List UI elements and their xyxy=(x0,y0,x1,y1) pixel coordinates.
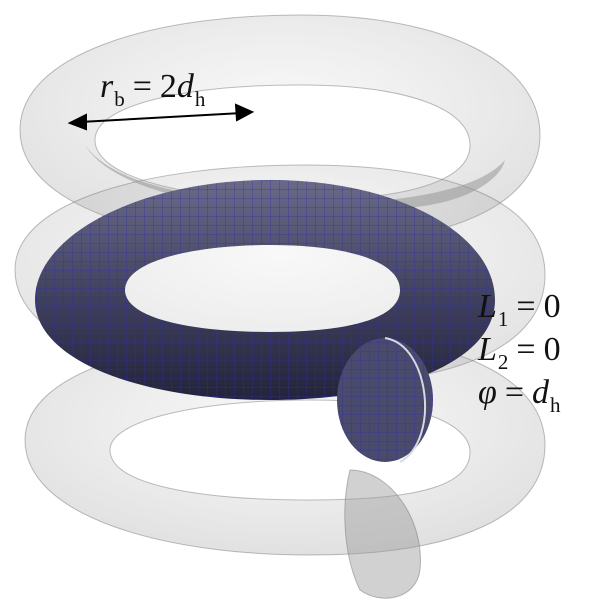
param-operator: = xyxy=(516,331,536,368)
param-operator: = xyxy=(516,288,536,325)
param-value: 0 xyxy=(543,288,561,325)
radius-subscript: b xyxy=(114,87,125,111)
param-symbol: φ xyxy=(478,374,497,411)
param-value: d xyxy=(532,374,549,411)
ghost-tail xyxy=(344,469,421,599)
parameter-list: L1=0 L2=0 φ=dh xyxy=(478,290,561,419)
dimension-arrow xyxy=(67,103,255,131)
param-symbol: L xyxy=(478,288,497,325)
radius-coef: 2 xyxy=(159,68,177,105)
radius-symbol: r xyxy=(100,68,114,105)
tube-end-mesh xyxy=(337,338,433,462)
meshed-torus xyxy=(35,180,495,463)
radius-rhs-symbol: d xyxy=(176,68,194,105)
param-value: 0 xyxy=(543,331,561,368)
param-subscript: 1 xyxy=(497,307,509,331)
param-symbol: L xyxy=(478,331,497,368)
radius-rhs-subscript: h xyxy=(194,87,206,111)
radius-operator: = xyxy=(132,68,152,105)
parameter-l1: L1 =0 xyxy=(478,290,561,333)
parameter-l2: L2 =0 xyxy=(478,333,561,376)
parameter-phi: φ=dh xyxy=(478,376,561,419)
tube-end-rim xyxy=(384,337,427,463)
param-value-subscript: h xyxy=(550,393,561,417)
param-operator: = xyxy=(504,374,524,411)
param-subscript: 2 xyxy=(497,350,509,374)
radius-annotation: rb =2dh xyxy=(100,68,205,110)
